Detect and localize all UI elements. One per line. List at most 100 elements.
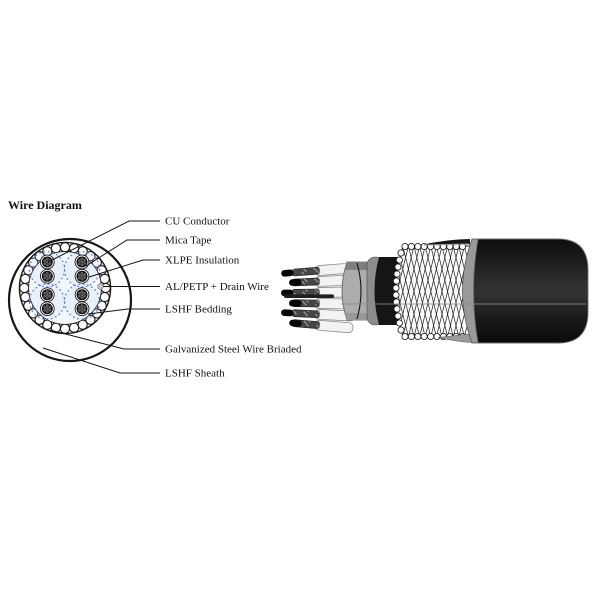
braid-end-bead: [394, 263, 402, 271]
strand-speck: [302, 291, 304, 293]
strand-speck: [304, 278, 306, 281]
strand-speck: [303, 302, 305, 304]
steel-wire-bead: [68, 322, 80, 333]
steel-wire-bead: [59, 323, 71, 334]
braid-end-bead: [407, 242, 415, 250]
label-xlpe-insulation: XLPE Insulation: [165, 255, 240, 267]
steel-wire-bead: [20, 273, 31, 285]
wire-tip: [289, 299, 302, 307]
strand-speck: [313, 267, 315, 270]
cu-strand: [83, 259, 86, 262]
strand-speck: [306, 300, 308, 302]
strand-speck: [303, 311, 305, 313]
steel-wire-bead: [99, 273, 110, 285]
strand-speck: [305, 323, 307, 325]
cable-wire: [289, 298, 351, 310]
cu-strand: [80, 290, 84, 294]
strand-speck: [305, 289, 307, 291]
strand-speck: [303, 292, 305, 294]
cable-3d-view: [281, 238, 589, 344]
steel-wire-bead: [20, 291, 31, 303]
strand-speck: [304, 303, 306, 305]
cu-strand: [48, 262, 52, 265]
label-lshf-bedding: LSHF Bedding: [165, 304, 232, 316]
braid-end-bead: [420, 332, 428, 340]
braid-end-bead: [414, 332, 422, 340]
braid-wire-line: [396, 246, 410, 337]
bedding-shading: [342, 262, 373, 320]
cu-strand: [83, 276, 86, 280]
leader-lshf-bedding: [87, 308, 160, 315]
leader-lines: [42, 220, 160, 374]
strand-speck: [307, 301, 309, 303]
strand-speck: [316, 290, 318, 292]
label-galvanized-steel-wire-braided: Galvanized Steel Wire Briaded: [165, 344, 302, 356]
strand-speck: [302, 272, 304, 274]
cu-strand: [43, 262, 47, 265]
strand-speck: [306, 324, 308, 326]
bedding-edge-curve: [356, 262, 362, 320]
cu-strand: [45, 293, 49, 297]
strand-speck: [315, 289, 317, 291]
leader-xlpe-insulation: [88, 259, 160, 278]
cu-strand: [48, 276, 52, 280]
strand-speck: [315, 314, 317, 316]
label-cu-conductor: CU Conductor: [165, 216, 230, 228]
center-wire-rod: [284, 294, 334, 298]
braid-end-bead: [401, 242, 409, 250]
braid-wire-line: [440, 246, 466, 337]
strand-speck: [307, 325, 309, 327]
label-mica-tape: Mica Tape: [165, 235, 211, 247]
label-al-petp-drain-wire: AL/PETP + Drain Wire: [165, 281, 269, 293]
strand-speck: [303, 320, 306, 323]
cu-strand: [78, 259, 81, 262]
drain-wire-dot: [97, 283, 104, 290]
braid-end-bead: [401, 332, 409, 340]
braid-wire-line: [418, 246, 444, 337]
strand-speck: [302, 281, 304, 284]
cu-strand: [80, 304, 84, 308]
label-lshf-sheath: LSHF Sheath: [165, 368, 225, 380]
braid-wire-line: [401, 246, 427, 337]
cable-cross-section: [7, 237, 133, 363]
strand-speck: [301, 281, 303, 283]
braid-end-bead: [395, 319, 403, 327]
outer-sheath-body: [473, 238, 589, 344]
braid-end-bead: [427, 332, 435, 340]
cu-strand: [78, 308, 81, 312]
strand-speck: [315, 304, 317, 306]
braid-end-bead: [397, 326, 405, 334]
strand-speck: [301, 271, 303, 274]
braid-end-bead: [395, 256, 403, 264]
cu-strand: [80, 271, 84, 275]
leader-mica-tape: [85, 239, 160, 267]
wire-tip: [289, 279, 302, 286]
strand-speck: [294, 312, 296, 314]
strand-speck: [317, 325, 319, 328]
cu-strand: [45, 304, 49, 308]
braid-wire-line: [435, 246, 460, 337]
strand-speck: [317, 301, 319, 303]
cu-strand: [83, 308, 86, 312]
cu-strand: [46, 263, 49, 267]
braid-end-bead: [392, 291, 400, 299]
cu-strand: [46, 296, 49, 300]
strand-speck: [303, 282, 305, 285]
steel-wire-bead: [85, 314, 96, 325]
strand-speck: [317, 271, 319, 273]
cu-strand: [78, 305, 81, 309]
cu-strand: [83, 294, 86, 298]
braid-wire-line: [429, 246, 455, 337]
cu-strand: [48, 305, 52, 309]
strand-speck: [305, 304, 307, 306]
wire-strand-body: [291, 266, 320, 277]
cu-strand: [80, 263, 84, 267]
steel-wire-bead: [28, 308, 39, 319]
braid-end-bead: [433, 332, 441, 340]
strand-speck: [314, 278, 316, 280]
cu-strand: [78, 273, 81, 277]
cu-strand: [48, 273, 52, 277]
cu-strand: [43, 276, 47, 280]
strand-speck: [317, 291, 319, 293]
strand-speck: [315, 279, 317, 281]
